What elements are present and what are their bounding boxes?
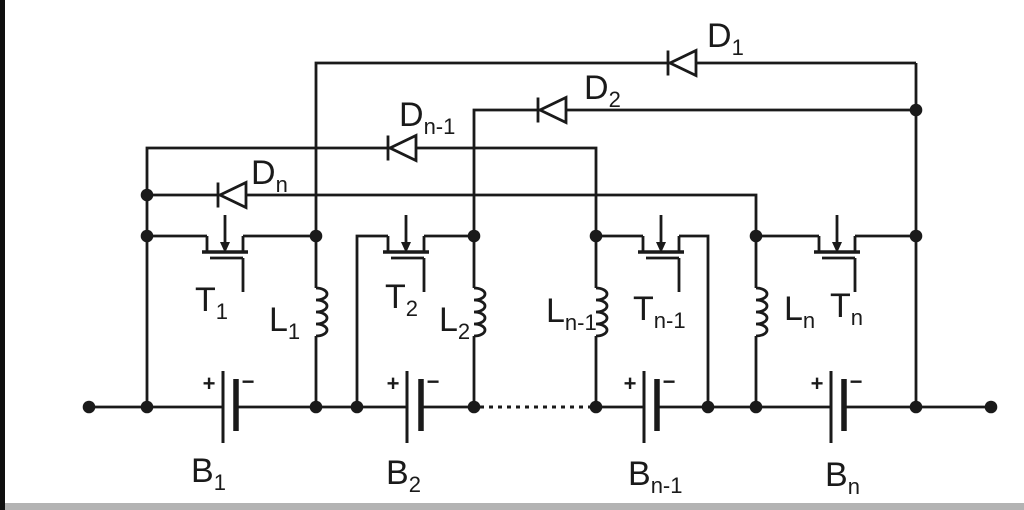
bn-plus-sign: + (811, 371, 824, 396)
diode-d2-symbol (536, 95, 568, 125)
label-tn: Tn (830, 287, 863, 330)
junction-dot (701, 400, 715, 414)
inductor-l2-symbol (473, 286, 487, 338)
t2-steps (386, 236, 426, 251)
junction-dot (140, 188, 154, 202)
label-dn-1: Dn-1 (399, 96, 455, 139)
diode-dn-1-triangle (386, 133, 418, 163)
t2-left-lead (355, 234, 388, 407)
diodes (216, 48, 698, 210)
inductor-ln-symbol (755, 286, 769, 338)
label-d1: D1 (707, 17, 744, 60)
junction-dot (350, 400, 364, 414)
label-l2: L2 (439, 301, 470, 344)
t2-arrow (401, 242, 411, 253)
tn-1-gate (646, 256, 681, 292)
left-edge-bar (0, 0, 5, 510)
label-b2: B2 (386, 454, 421, 497)
junction-dot (589, 400, 603, 414)
diode-dn-1-symbol (386, 133, 418, 163)
battery-b1-symbol (221, 371, 239, 443)
label-b1: B1 (191, 452, 226, 495)
junction-dot (140, 229, 154, 243)
label-bn: Bn (825, 456, 860, 499)
junction-dot (909, 103, 923, 117)
label-tn-1: Tn-1 (633, 290, 686, 333)
tn-1-arrow (656, 242, 666, 253)
label-d2: D2 (584, 69, 621, 112)
b1-plus-sign: + (203, 371, 216, 396)
tn-gate (822, 256, 857, 292)
label-t1: T1 (195, 281, 228, 324)
label-bn-1: Bn-1 (628, 455, 682, 498)
battery-b2-symbol (405, 371, 424, 443)
junction-dot (309, 229, 323, 243)
label-ln: Ln (784, 290, 815, 333)
junction-dot (589, 229, 603, 243)
b2-plus-sign: + (387, 371, 400, 396)
junction-dot (467, 229, 481, 243)
label-ln-1: Ln-1 (546, 292, 597, 335)
t2-gate (391, 256, 426, 292)
junction-dots (82, 103, 998, 414)
diode-dn-triangle (216, 180, 248, 210)
junction-dot (309, 400, 323, 414)
junction-dot (909, 229, 923, 243)
t1-arrow (220, 242, 230, 253)
inductors (315, 286, 769, 338)
dn-1-rail-wire (145, 146, 598, 407)
label-l1: L1 (269, 301, 300, 344)
junction-dot (909, 400, 923, 414)
transistor-t2-symbol (383, 215, 429, 292)
junction-dot (82, 400, 96, 414)
battery-bn-1-symbol (642, 371, 660, 443)
tn-arrow (832, 242, 842, 253)
inductor-ln-1-symbol (595, 286, 609, 338)
inductor-l1-symbol (315, 286, 329, 338)
bn-minus-sign: − (850, 369, 863, 394)
bn-1-minus-sign: − (663, 369, 676, 394)
junction-dot (140, 400, 154, 414)
batteries (221, 371, 847, 443)
transistors (202, 215, 860, 292)
bottom-edge-bar (0, 503, 1024, 510)
transistor-tn-symbol (814, 215, 860, 292)
tn-1-steps (641, 236, 681, 251)
transistor-tn-1-symbol (638, 215, 684, 292)
diode-d1-symbol (666, 48, 698, 78)
junction-dot (749, 229, 763, 243)
junction-dot (984, 400, 998, 414)
diode-d2-triangle (536, 95, 568, 125)
junction-dot (467, 400, 481, 414)
t1-steps (205, 236, 245, 251)
diode-d1-triangle (666, 48, 698, 78)
labels: D1 D2 Dn-1 Dn T1 L1 T2 L2 Ln-1 Tn-1 Ln T… (191, 17, 863, 499)
tn-1-right-lead (679, 234, 710, 407)
t1-gate (210, 256, 245, 292)
polarity-signs: + − + − + − + − (203, 369, 863, 396)
label-dn: Dn (251, 154, 288, 197)
b2-minus-sign: − (427, 369, 440, 394)
d1-rail-wire (314, 61, 916, 288)
label-t2: T2 (385, 278, 418, 321)
tn-steps (817, 236, 857, 251)
dn-rail-wire (147, 193, 758, 288)
d2-rail-wire (472, 108, 916, 288)
diode-dn-symbol (216, 180, 248, 210)
b1-minus-sign: − (242, 369, 255, 394)
battery-bn-symbol (829, 371, 847, 443)
transistor-t1-symbol (202, 215, 248, 292)
bn-1-plus-sign: + (624, 371, 637, 396)
junction-dot (749, 400, 763, 414)
